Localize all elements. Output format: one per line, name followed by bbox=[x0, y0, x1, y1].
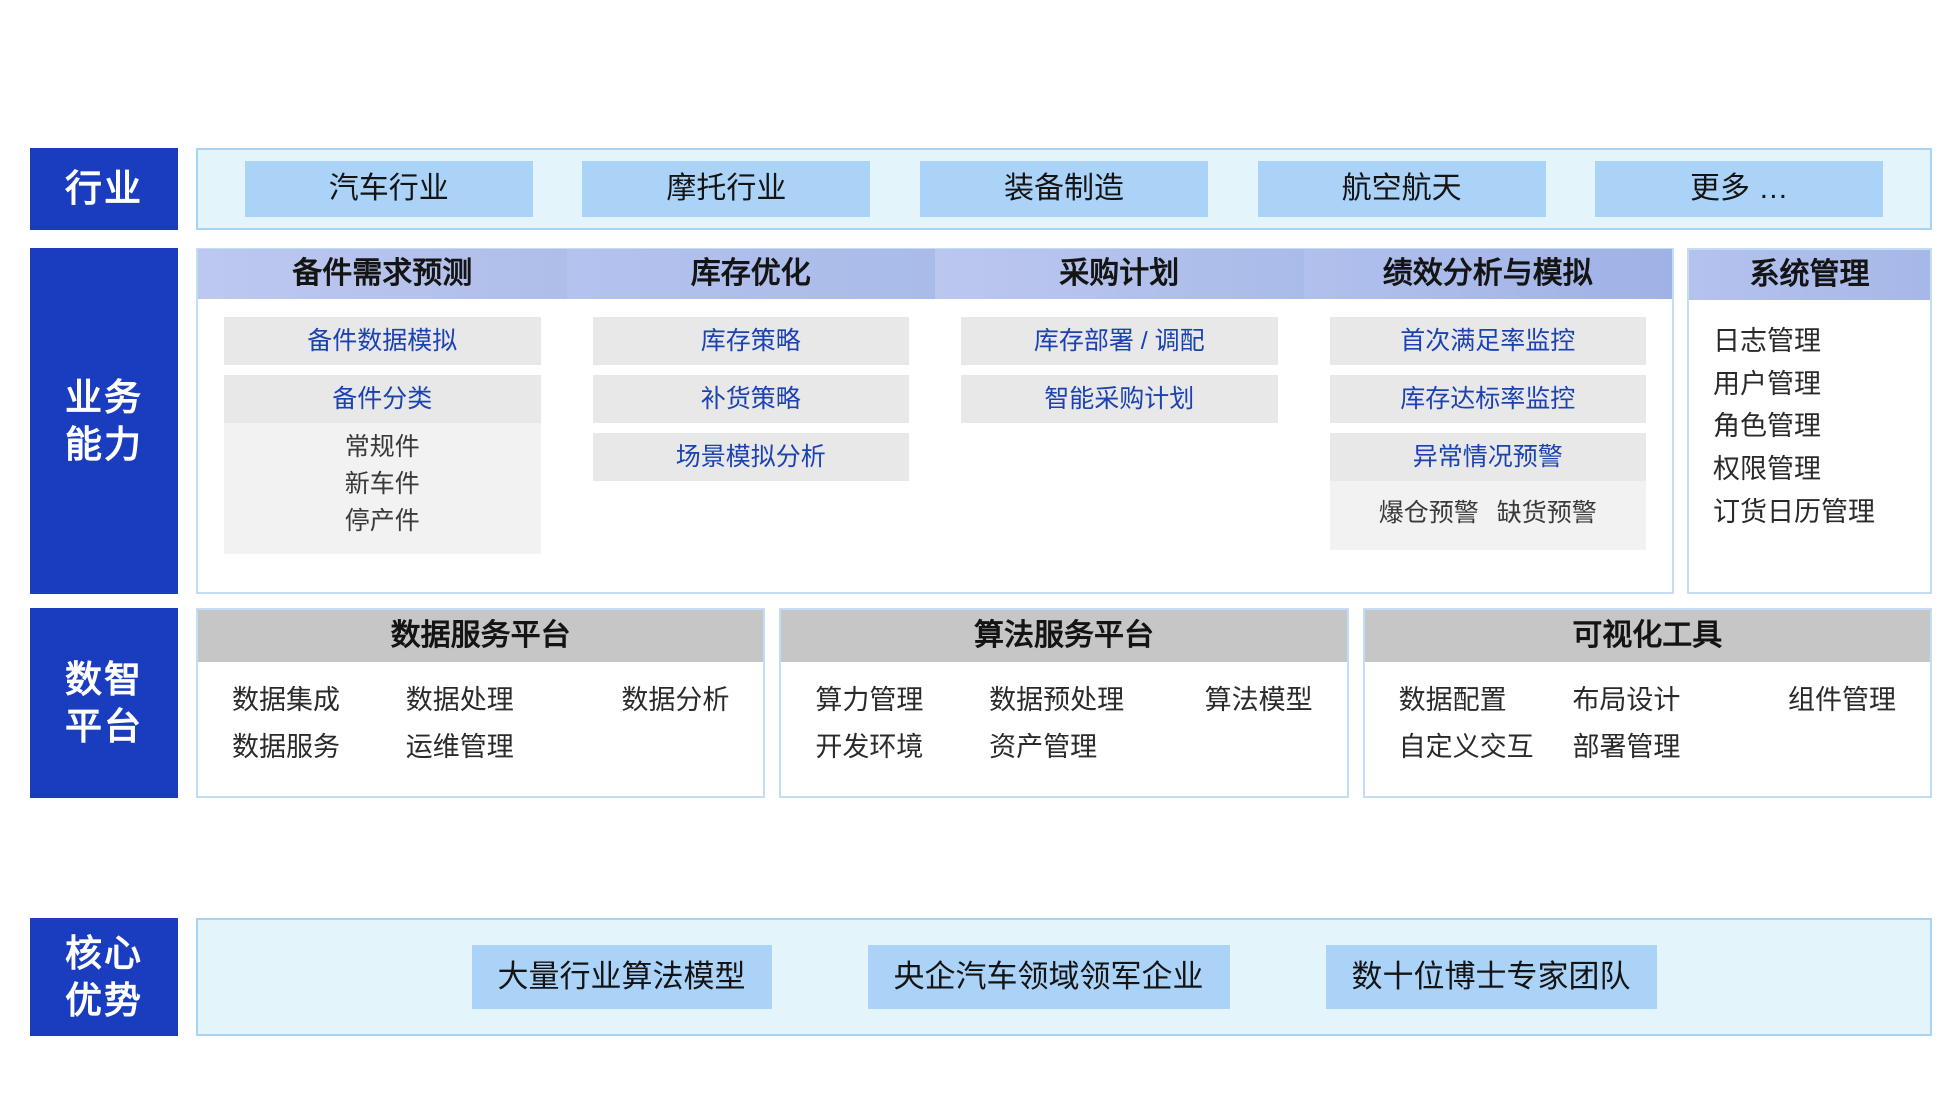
core-advantage-panel: 大量行业算法模型 央企汽车领域领军企业 数十位博士专家团队 bbox=[196, 918, 1932, 1036]
platform-card-visualization-tools: 可视化工具 数据配置 布局设计 组件管理 自定义交互 部署管理 bbox=[1362, 608, 1932, 798]
platform-item-data-service[interactable]: 数据服务 bbox=[232, 732, 340, 762]
platform-card-body: 算力管理 数据预处理 算法模型 开发环境 资产管理 bbox=[781, 662, 1346, 764]
core-advantage-chip-algorithm-models[interactable]: 大量行业算法模型 bbox=[471, 945, 772, 1009]
capability-sublist-spare-part-classification: 常规件 新车件 停产件 bbox=[224, 423, 541, 554]
business-capability-row: 业务 能力 备件需求预测 备件数据模拟 备件分类 常规件 新车件 停产件 bbox=[30, 248, 1932, 594]
platform-card-title: 数据服务平台 bbox=[198, 610, 764, 662]
industry-row-label: 行业 bbox=[30, 148, 178, 230]
capability-spare-part-classification[interactable]: 备件分类 bbox=[224, 375, 541, 423]
capability-smart-procurement-plan[interactable]: 智能采购计划 bbox=[961, 375, 1278, 423]
platform-item-layout-design[interactable]: 布局设计 bbox=[1572, 685, 1681, 715]
platform-card-body: 数据集成 数据处理 数据分析 数据服务 运维管理 bbox=[198, 662, 763, 764]
capability-inventory-strategy[interactable]: 库存策略 bbox=[592, 317, 909, 365]
biz-column-title: 库存优化 bbox=[566, 249, 935, 299]
core-advantage-chip-state-owned-auto-leader[interactable]: 央企汽车领域领军企业 bbox=[867, 945, 1230, 1009]
biz-column-body: 备件数据模拟 备件分类 常规件 新车件 停产件 bbox=[198, 299, 567, 554]
system-management-item-permission[interactable]: 权限管理 bbox=[1713, 453, 1821, 484]
biz-column-title: 绩效分析与模拟 bbox=[1303, 249, 1672, 299]
platform-card-line: 数据服务 运维管理 bbox=[232, 725, 729, 764]
capability-inventory-compliance-rate-monitoring[interactable]: 库存达标率监控 bbox=[1329, 375, 1646, 423]
core-advantage-chip-phd-expert-team[interactable]: 数十位博士专家团队 bbox=[1325, 945, 1657, 1009]
platform-item-data-preprocessing[interactable]: 数据预处理 bbox=[989, 685, 1125, 715]
system-management-title: 系统管理 bbox=[1689, 250, 1930, 300]
capability-scenario-simulation-analysis[interactable]: 场景模拟分析 bbox=[592, 433, 909, 481]
digital-platform-row: 数智 平台 数据服务平台 数据集成 数据处理 数据分析 数据服务 运维管理 bbox=[30, 608, 1932, 798]
platform-item-empty bbox=[1151, 725, 1313, 764]
capability-first-fill-rate-monitoring[interactable]: 首次满足率监控 bbox=[1329, 317, 1646, 365]
system-management-item-log[interactable]: 日志管理 bbox=[1713, 326, 1821, 356]
biz-column-title: 采购计划 bbox=[935, 249, 1304, 299]
system-management-item-role[interactable]: 角色管理 bbox=[1713, 411, 1821, 442]
industry-chip-aerospace[interactable]: 航空航天 bbox=[1257, 161, 1546, 217]
platform-item-asset-management[interactable]: 资产管理 bbox=[989, 732, 1098, 762]
biz-column-procurement-plan: 采购计划 库存部署 / 调配 智能采购计划 bbox=[935, 249, 1304, 433]
platform-card-title: 可视化工具 bbox=[1364, 610, 1930, 662]
sublist-item-new-vehicle-part: 新车件 bbox=[344, 470, 420, 498]
system-management-card: 系统管理 日志管理 用户管理 角色管理 权限管理 订货日历管理 bbox=[1687, 248, 1932, 594]
business-capability-content: 备件需求预测 备件数据模拟 备件分类 常规件 新车件 停产件 库存优化 bbox=[196, 248, 1932, 594]
capability-replenishment-strategy[interactable]: 补货策略 bbox=[592, 375, 909, 423]
sublist-item-overstock-alert: 爆仓预警 bbox=[1378, 499, 1479, 527]
platform-card-line: 自定义交互 部署管理 bbox=[1399, 725, 1896, 764]
platform-item-custom-interaction[interactable]: 自定义交互 bbox=[1398, 732, 1534, 762]
platform-item-data-configuration[interactable]: 数据配置 bbox=[1398, 685, 1507, 715]
biz-column-performance-analysis-simulation: 绩效分析与模拟 首次满足率监控 库存达标率监控 异常情况预警 爆仓预警 缺货预警 bbox=[1303, 249, 1673, 550]
biz-column-title: 备件需求预测 bbox=[198, 249, 567, 299]
platform-item-deployment-management[interactable]: 部署管理 bbox=[1572, 732, 1681, 762]
platform-item-empty bbox=[568, 725, 730, 764]
industry-chip-automotive[interactable]: 汽车行业 bbox=[244, 161, 533, 217]
platform-card-line: 算力管理 数据预处理 算法模型 bbox=[815, 678, 1312, 717]
industry-chip-motorcycle[interactable]: 摩托行业 bbox=[582, 161, 871, 217]
capability-spare-part-data-simulation[interactable]: 备件数据模拟 bbox=[224, 317, 541, 365]
industry-row-label-line-1: 行业 bbox=[65, 168, 143, 210]
biz-column-inventory-optimization: 库存优化 库存策略 补货策略 场景模拟分析 bbox=[566, 249, 936, 491]
industry-panel: 汽车行业 摩托行业 装备制造 航空航天 更多 … bbox=[196, 148, 1932, 230]
platform-card-algorithm-service: 算法服务平台 算力管理 数据预处理 算法模型 开发环境 资产管理 bbox=[779, 608, 1349, 798]
platform-item-algorithm-model[interactable]: 算法模型 bbox=[1204, 685, 1313, 715]
industry-row: 行业 汽车行业 摩托行业 装备制造 航空航天 更多 … bbox=[30, 148, 1932, 230]
business-capability-row-label: 业务 能力 bbox=[30, 248, 178, 594]
platform-card-body: 数据配置 布局设计 组件管理 自定义交互 部署管理 bbox=[1365, 662, 1930, 764]
platform-card-line: 开发环境 资产管理 bbox=[815, 725, 1312, 764]
sublist-item-discontinued-part: 停产件 bbox=[344, 507, 420, 535]
core-advantage-row: 核心 优势 大量行业算法模型 央企汽车领域领军企业 数十位博士专家团队 bbox=[30, 918, 1932, 1036]
core-advantage-row-label: 核心 优势 bbox=[30, 918, 178, 1036]
system-management-item-order-calendar[interactable]: 订货日历管理 bbox=[1713, 496, 1875, 527]
platform-card-line: 数据配置 布局设计 组件管理 bbox=[1399, 678, 1896, 717]
digital-platform-label-line-2: 平台 bbox=[65, 706, 143, 747]
biz-column-body: 首次满足率监控 库存达标率监控 异常情况预警 爆仓预警 缺货预警 bbox=[1304, 299, 1673, 550]
platform-card-title: 算法服务平台 bbox=[781, 610, 1347, 662]
business-capability-label-line-2: 能力 bbox=[65, 424, 143, 465]
biz-column-body: 库存策略 补货策略 场景模拟分析 bbox=[567, 299, 936, 491]
platform-item-data-analysis[interactable]: 数据分析 bbox=[621, 685, 730, 715]
biz-column-spare-part-demand-forecast: 备件需求预测 备件数据模拟 备件分类 常规件 新车件 停产件 bbox=[198, 249, 567, 554]
capability-sublist-abnormal-alerts: 爆仓预警 缺货预警 bbox=[1329, 481, 1646, 550]
platform-item-data-processing[interactable]: 数据处理 bbox=[405, 685, 514, 715]
platform-item-ops-management[interactable]: 运维管理 bbox=[405, 732, 514, 762]
business-capability-columns: 备件需求预测 备件数据模拟 备件分类 常规件 新车件 停产件 库存优化 bbox=[196, 248, 1674, 594]
industry-chip-more[interactable]: 更多 … bbox=[1595, 161, 1884, 217]
platform-card-data-service: 数据服务平台 数据集成 数据处理 数据分析 数据服务 运维管理 bbox=[196, 608, 766, 798]
digital-platform-label-line-1: 数智 bbox=[65, 658, 143, 700]
digital-platform-row-label: 数智 平台 bbox=[30, 608, 178, 798]
capability-inventory-deployment-allocation[interactable]: 库存部署 / 调配 bbox=[961, 317, 1278, 365]
platform-item-component-management[interactable]: 组件管理 bbox=[1788, 685, 1896, 715]
platform-card-line: 数据集成 数据处理 数据分析 bbox=[232, 678, 729, 717]
platform-item-development-environment[interactable]: 开发环境 bbox=[815, 732, 924, 762]
digital-platform-cards: 数据服务平台 数据集成 数据处理 数据分析 数据服务 运维管理 算法服务平台 bbox=[196, 608, 1932, 798]
core-advantage-label-line-1: 核心 bbox=[65, 932, 143, 974]
system-management-item-user[interactable]: 用户管理 bbox=[1713, 368, 1821, 399]
business-capability-label-line-1: 业务 bbox=[65, 376, 143, 418]
industry-chip-equipment-manufacturing[interactable]: 装备制造 bbox=[919, 161, 1208, 217]
core-advantage-label-line-2: 优势 bbox=[65, 980, 143, 1021]
biz-column-body: 库存部署 / 调配 智能采购计划 bbox=[935, 299, 1304, 433]
capability-abnormal-situation-alert[interactable]: 异常情况预警 bbox=[1329, 433, 1646, 481]
system-management-list: 日志管理 用户管理 角色管理 权限管理 订货日历管理 bbox=[1689, 300, 1930, 533]
platform-item-compute-management[interactable]: 算力管理 bbox=[815, 685, 924, 715]
sublist-item-regular-part: 常规件 bbox=[344, 433, 420, 461]
sublist-item-stockout-alert: 缺货预警 bbox=[1496, 499, 1597, 527]
platform-item-data-integration[interactable]: 数据集成 bbox=[232, 685, 340, 715]
platform-item-empty bbox=[1734, 725, 1896, 764]
